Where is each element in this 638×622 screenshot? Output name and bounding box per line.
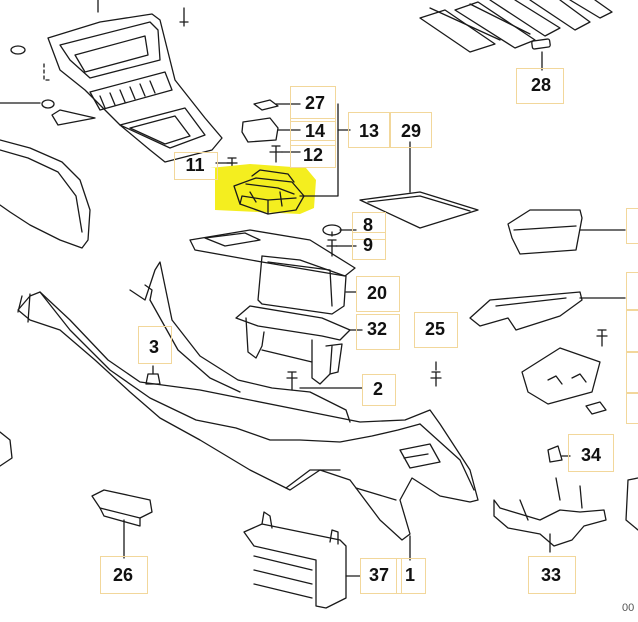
label-box-27 <box>290 86 336 122</box>
label-box-14 <box>290 118 336 146</box>
part-label-20: 20 <box>366 283 388 303</box>
label-box-26 <box>100 556 148 594</box>
label-box-right-e <box>626 392 638 424</box>
label-box-32 <box>356 314 400 350</box>
part-label-33: 33 <box>540 565 562 585</box>
label-box-29 <box>390 112 432 148</box>
part-label-13: 13 <box>358 121 380 141</box>
part-label-9: 9 <box>362 235 373 255</box>
right-side-parts <box>469 209 626 463</box>
part-label-27: 27 <box>304 93 326 113</box>
lid-plate <box>359 191 479 229</box>
part-label-32: 32 <box>366 319 388 339</box>
top-left-fasteners <box>0 7 189 109</box>
label-box-33 <box>528 556 576 594</box>
label-box-2 <box>362 374 396 406</box>
part-label-14: 14 <box>304 121 326 141</box>
small-lid <box>91 489 153 519</box>
part-label-34: 34 <box>580 445 602 465</box>
leader-lines <box>123 51 571 577</box>
label-box-37 <box>360 558 402 594</box>
label-box-25 <box>414 312 458 348</box>
label-box-20 <box>356 276 400 312</box>
part-label-8: 8 <box>362 215 373 235</box>
part-label-11: 11 <box>185 155 205 175</box>
ashtray-insert <box>233 177 305 215</box>
label-box-right-c <box>626 310 638 352</box>
label-box-34 <box>568 434 614 472</box>
label-box-right-b <box>626 272 638 310</box>
label-box-28 <box>516 68 564 104</box>
label-box-12 <box>290 140 336 168</box>
part-label-25: 25 <box>424 319 446 339</box>
center-console-body <box>17 261 479 541</box>
part-label-12: 12 <box>302 145 324 165</box>
highlighted-ashtray-fill <box>210 164 316 214</box>
part-label-1: 1 <box>404 565 415 585</box>
upper-right-slots <box>419 0 613 53</box>
bin-bracket <box>235 305 351 385</box>
label-box-9 <box>352 232 386 260</box>
part-label-26: 26 <box>112 565 134 585</box>
label-box-right-a <box>626 208 638 244</box>
part-label-29: 29 <box>400 121 422 141</box>
part-label-28: 28 <box>530 75 552 95</box>
left-armrest-cover <box>0 139 91 249</box>
label-box-right-d <box>626 352 638 394</box>
part-label-37: 37 <box>368 565 390 585</box>
label-box-1 <box>396 558 426 594</box>
label-box-11 <box>174 152 218 180</box>
label-box-8 <box>352 212 386 240</box>
part-label-2: 2 <box>372 379 383 399</box>
part-label-3: 3 <box>148 337 159 357</box>
diagram-id: 00 <box>622 602 635 614</box>
storage-bin <box>189 229 356 315</box>
console-bracket <box>243 523 347 609</box>
label-box-13 <box>348 112 390 148</box>
label-box-3 <box>138 326 172 364</box>
upper-trim-panel <box>47 0 223 163</box>
